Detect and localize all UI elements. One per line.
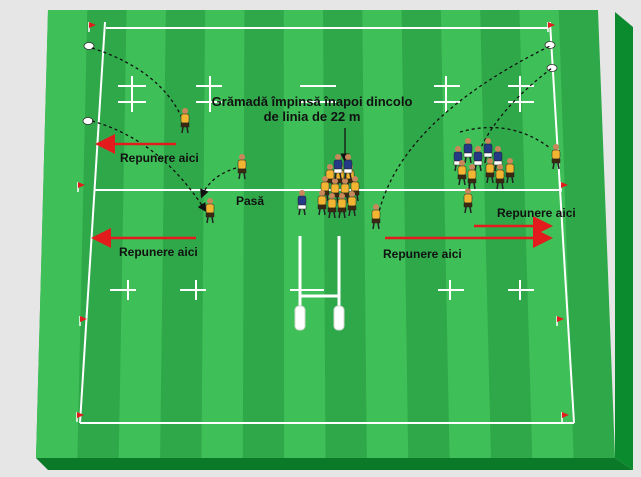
restart-label-mid-right: Repunere aici xyxy=(383,247,462,261)
title-line-2: de linia de 22 m xyxy=(264,109,361,124)
pitch-edge xyxy=(615,12,633,470)
restart-label-right: Repunere aici xyxy=(497,206,576,220)
title-line-1: Grămadă împinsă înapoi dincolo xyxy=(212,94,413,109)
pitch-stripe xyxy=(119,10,166,458)
pitch-stripe xyxy=(201,10,244,458)
pitch-bottom-edge xyxy=(36,458,633,470)
pass-label: Pasă xyxy=(236,194,264,208)
restart-label-mid-left: Repunere aici xyxy=(119,245,198,259)
pitch-stripe xyxy=(284,10,326,458)
restart-label-top-left: Repunere aici xyxy=(120,151,199,165)
pitch-stripe xyxy=(362,10,408,458)
